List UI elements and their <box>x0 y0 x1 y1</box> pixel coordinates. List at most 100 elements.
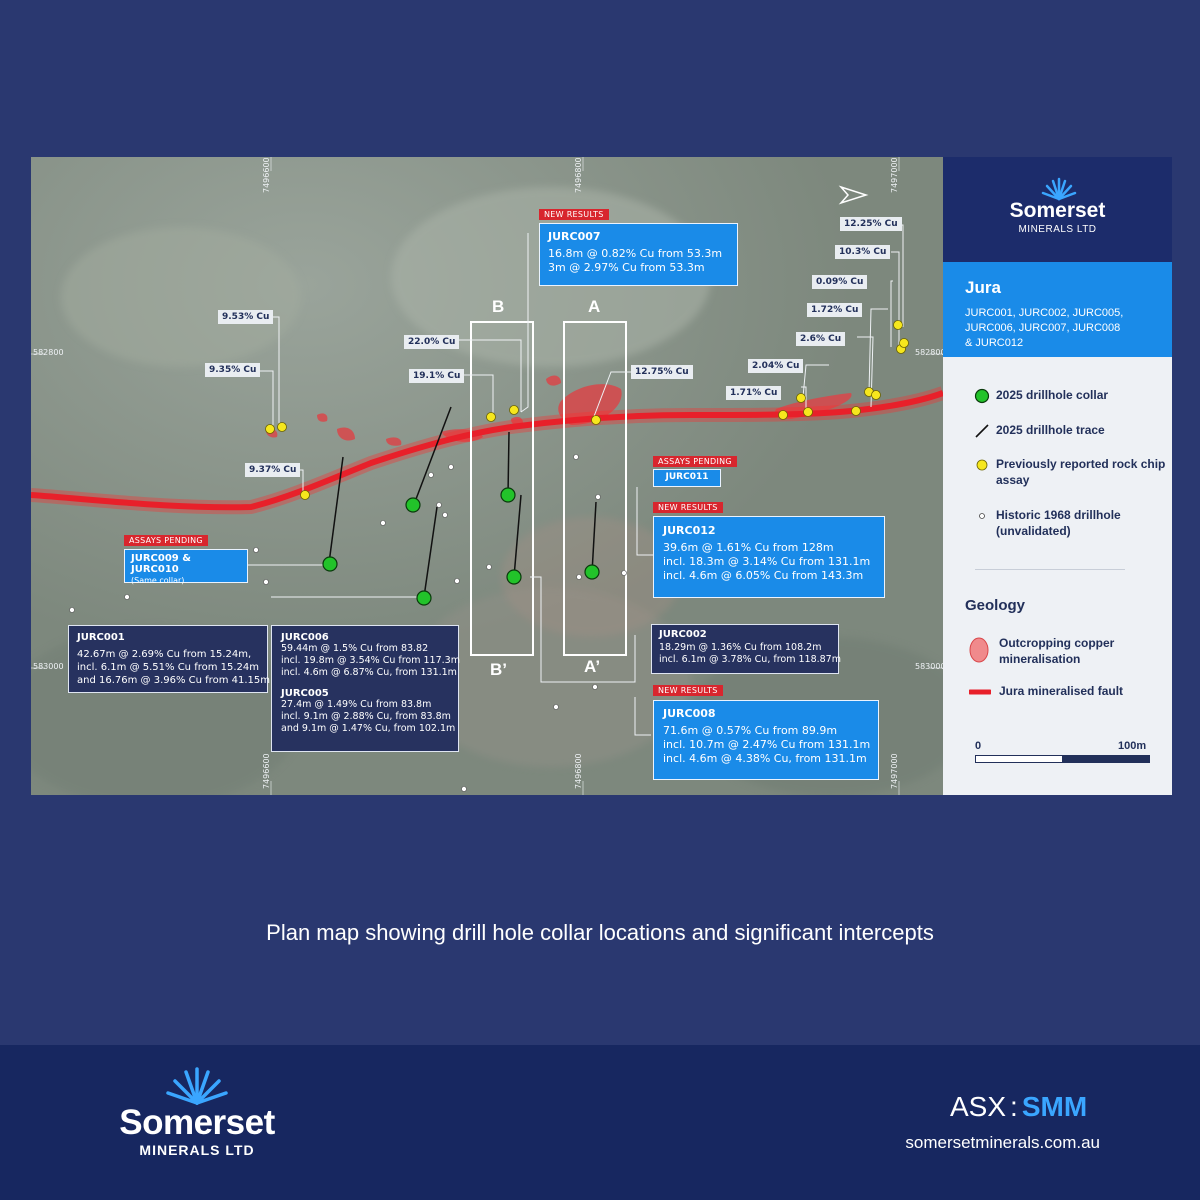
jurc008-callout: JURC008 71.6m @ 0.57% Cu from 89.9m incl… <box>653 700 879 780</box>
plan-map: 7496600 7496800 7497000 7496600 7496800 … <box>31 157 943 795</box>
assay-label: 1.71% Cu <box>726 386 782 400</box>
green-circle-icon <box>974 388 990 404</box>
grid-ticks <box>31 157 943 795</box>
north-arrow-icon <box>838 185 869 205</box>
section-b-prime-label: B’ <box>490 660 507 679</box>
legend-label: Previously reported rock chip assay <box>996 457 1166 487</box>
intercept-line: incl. 9.1m @ 2.88% Cu, from 83.8m <box>281 711 451 722</box>
legend-rockchip: Previously reported rock chip assay <box>976 456 1166 488</box>
pink-blob-icon <box>969 637 989 663</box>
intercept-line: incl. 6.1m @ 3.78% Cu, from 118.87m <box>659 654 841 665</box>
website-link[interactable]: somersetminerals.com.au <box>905 1133 1100 1152</box>
coord-label: 7496600 <box>262 157 271 193</box>
yellow-circle-icon <box>976 459 988 471</box>
legend-fault: Jura mineralised fault <box>969 683 1169 699</box>
legend-header: Somerset MINERALS LTD <box>943 157 1172 262</box>
intercept-line: 16.8m @ 0.82% Cu from 53.3m <box>548 247 723 260</box>
coord-label: 7497000 <box>890 753 899 789</box>
holes-line: JURC006, JURC007, JURC008 <box>965 322 1121 334</box>
scale-start: 0 <box>975 740 982 752</box>
historic-drillholes <box>69 454 627 792</box>
coord-label: 583000 <box>33 662 64 671</box>
intercept-line: incl. 18.3m @ 3.14% Cu from 131.1m <box>663 555 871 568</box>
section-b-label: B <box>492 297 505 316</box>
asx-ticker: ASX:SMM <box>950 1091 1087 1123</box>
assay-label: 9.37% Cu <box>245 463 301 477</box>
coord-label: 583000 <box>915 662 943 671</box>
legend-trace: 2025 drillhole trace <box>975 422 1166 438</box>
intercept-line: incl. 4.6m @ 6.87% Cu, from 131.1m <box>281 667 457 678</box>
legend-label: Outcropping copper mineralisation <box>999 636 1115 666</box>
section-a-prime-label: A’ <box>584 657 601 676</box>
holes-line: & JURC012 <box>965 337 1024 349</box>
legend-divider <box>975 569 1125 570</box>
ticker-separator: : <box>1010 1091 1018 1122</box>
project-name: Jura <box>965 278 1001 297</box>
jura-mineralised-fault <box>31 390 943 511</box>
assay-label: 10.3% Cu <box>835 245 891 259</box>
coord-label: 7496600 <box>262 753 271 789</box>
caption: Plan map showing drill hole collar locat… <box>266 920 934 945</box>
coord-label: 7497000 <box>890 157 899 193</box>
intercept-line: incl. 4.6m @ 4.38% Cu, from 131.1m <box>663 752 867 765</box>
legend-label: Historic 1968 drillhole (unvalidated) <box>996 508 1121 538</box>
jurc001-callout: JURC001 42.67m @ 2.69% Cu from 15.24m, i… <box>68 625 270 693</box>
small-circle-icon <box>979 513 985 519</box>
jurc006-title: JURC006 <box>281 632 329 643</box>
legend-historic: Historic 1968 drillhole (unvalidated) <box>979 507 1166 539</box>
assay-label: 22.0% Cu <box>404 335 460 349</box>
intercept-line: 27.4m @ 1.49% Cu from 83.8m <box>281 699 432 710</box>
assay-label: 9.53% Cu <box>218 310 274 324</box>
assay-label: 2.6% Cu <box>796 332 846 346</box>
assay-label: 12.25% Cu <box>840 217 902 231</box>
intercept-line: incl. 10.7m @ 2.47% Cu from 131.1m <box>663 738 871 751</box>
jurc008-title: JURC008 <box>663 707 716 720</box>
coord-label: 7496800 <box>574 753 583 789</box>
intercept-line: 18.29m @ 1.36% Cu from 108.2m <box>659 642 822 653</box>
jurc009-title: JURC009 & JURC010 <box>131 553 191 575</box>
footer-brand-sub: MINERALS LTD <box>139 1142 255 1158</box>
intercept-line: 42.67m @ 2.69% Cu from 15.24m, <box>77 649 252 660</box>
intercept-line: and 9.1m @ 1.47% Cu, from 102.1m <box>281 723 456 734</box>
jurc007-title: JURC007 <box>548 230 601 243</box>
assays-pending-tag: ASSAYS PENDING <box>124 535 208 546</box>
assay-label: 12.75% Cu <box>631 365 693 379</box>
coord-label: 582800 <box>915 348 943 357</box>
asx-code: SMM <box>1021 1091 1088 1122</box>
drillhole-traces <box>328 406 597 598</box>
intercept-line: incl. 4.6m @ 6.05% Cu from 143.3m <box>663 569 864 582</box>
scale-bar <box>975 755 1150 763</box>
legend-collar: 2025 drillhole collar <box>974 387 1166 404</box>
assay-label: 2.04% Cu <box>748 359 804 373</box>
trace-line-icon <box>975 424 989 438</box>
jurc009-note: (Same collar) <box>131 576 185 585</box>
map-legend: Somerset MINERALS LTD Jura JURC001, JURC… <box>943 157 1172 795</box>
intercept-line: incl. 19.8m @ 3.54% Cu from 117.3m <box>281 655 460 666</box>
legend-label: 2025 drillhole collar <box>996 388 1109 402</box>
intercept-line: incl. 6.1m @ 5.51% Cu from 15.24m <box>77 662 260 673</box>
geology-title: Geology <box>965 597 1026 614</box>
red-line-icon <box>969 689 991 695</box>
jurc007-callout: JURC007 16.8m @ 0.82% Cu from 53.3m 3m @… <box>539 223 738 286</box>
assay-label: 9.35% Cu <box>205 363 261 377</box>
new-results-tag: NEW RESULTS <box>539 209 609 220</box>
section-a-label: A <box>588 297 601 316</box>
assay-label: 1.72% Cu <box>807 303 863 317</box>
sunburst-logo-icon <box>1041 177 1077 201</box>
jurc012-title: JURC012 <box>663 524 716 537</box>
new-results-tag: NEW RESULTS <box>653 685 723 696</box>
holes-line: JURC001, JURC002, JURC005, <box>965 307 1124 319</box>
intercept-line: 3m @ 2.97% Cu from 53.3m <box>548 261 705 274</box>
jurc001-title: JURC001 <box>77 632 125 643</box>
jurc009-callout: JURC009 & JURC010 (Same collar) <box>124 549 248 585</box>
legend-outcrop: Outcropping copper mineralisation <box>969 635 1169 667</box>
jurc002-title: JURC002 <box>659 629 707 640</box>
legend-project-block: Jura JURC001, JURC002, JURC005, JURC006,… <box>943 262 1172 357</box>
asx-prefix: ASX <box>950 1091 1007 1122</box>
section-a-rect <box>563 321 627 656</box>
brand-name: Somerset <box>1009 199 1106 222</box>
jurc011-callout: JURC011 <box>653 469 721 487</box>
section-b-rect <box>470 321 534 656</box>
assay-label: 0.09% Cu <box>812 275 868 289</box>
intercept-line: 71.6m @ 0.57% Cu from 89.9m <box>663 724 838 737</box>
